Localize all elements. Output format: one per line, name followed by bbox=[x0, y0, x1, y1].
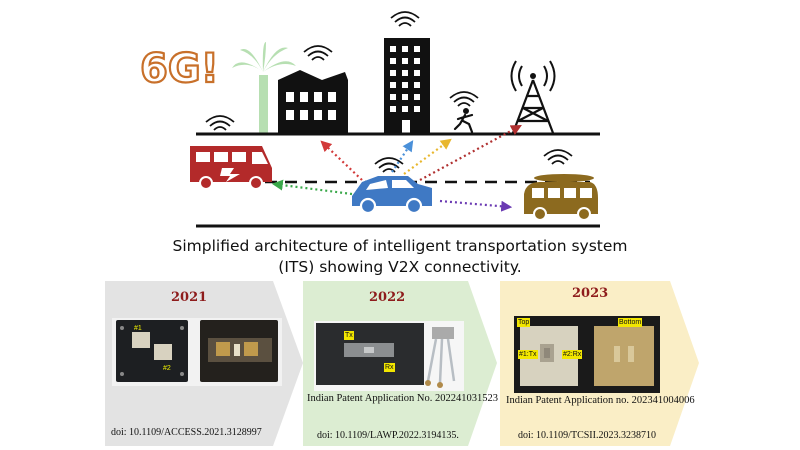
year-label: 2023 bbox=[572, 286, 609, 301]
palm-tree-icon bbox=[232, 42, 296, 133]
cell-tower-icon bbox=[510, 60, 556, 134]
v2x-arrow-tower bbox=[419, 124, 522, 181]
patent-text-2023: Indian Patent Application no. 2023410040… bbox=[506, 395, 695, 406]
caption-line-1: Simplified architecture of intelligent t… bbox=[172, 237, 628, 255]
v2x-arrow-skyscraper bbox=[391, 140, 414, 173]
doi-text-2022: doi: 10.1109/LAWP.2022.3194135. bbox=[317, 430, 459, 441]
timeline-panel-2021: 2021 #1 #2 doi: 10.1109/ACCESS.2021.3128… bbox=[105, 281, 305, 446]
rx-label: Rx bbox=[384, 363, 395, 372]
year-label: 2021 bbox=[171, 290, 208, 305]
motorhome-icon bbox=[190, 115, 272, 190]
v2x-arrow-van bbox=[439, 199, 513, 212]
patent-text-2022: Indian Patent Application No. 2022410315… bbox=[307, 393, 499, 404]
tx-port-label: #1:Tx bbox=[518, 350, 538, 359]
pedestrian-icon bbox=[449, 91, 479, 134]
doi-text-2021: doi: 10.1109/ACCESS.2021.3128997 bbox=[111, 427, 262, 438]
car-icon bbox=[352, 157, 432, 215]
v2x-arrow-building bbox=[320, 140, 363, 181]
doi-text-2023: doi: 10.1109/TCSII.2023.3238710 bbox=[518, 430, 656, 441]
caption-line-2: (ITS) showing V2X connectivity. bbox=[278, 258, 522, 276]
its-scene: 6G! bbox=[139, 11, 600, 228]
timeline-panel-2023: 2023 Top Bottom #1:Tx #2:Rx Indian Paten… bbox=[500, 281, 700, 446]
timeline-panel-2022: 2022 Tx Rx Indian Patent Application No.… bbox=[303, 281, 498, 446]
bottom-label: Bottom bbox=[618, 318, 643, 327]
v2x-arrows bbox=[271, 124, 522, 212]
rx-port-label: #2:Rx bbox=[562, 350, 583, 359]
building-icon bbox=[278, 45, 348, 133]
top-label: Top bbox=[517, 318, 531, 327]
tx-label: Tx bbox=[344, 331, 354, 340]
6g-badge: 6G! bbox=[140, 46, 219, 92]
skyscraper-icon bbox=[384, 11, 430, 133]
antenna-photo-2021: #1 #2 bbox=[112, 318, 282, 386]
v2x-arrow-pedestrian bbox=[403, 138, 452, 175]
port-label-2: #2 bbox=[163, 365, 171, 372]
year-label: 2022 bbox=[369, 290, 406, 305]
antenna-photo-2022: Tx Rx bbox=[314, 321, 464, 391]
van-icon bbox=[524, 149, 598, 221]
antenna-photo-2023: Top Bottom #1:Tx #2:Rx bbox=[514, 316, 660, 393]
port-label-1: #1 bbox=[134, 325, 142, 332]
v2x-arrow-motorhome bbox=[271, 179, 353, 196]
